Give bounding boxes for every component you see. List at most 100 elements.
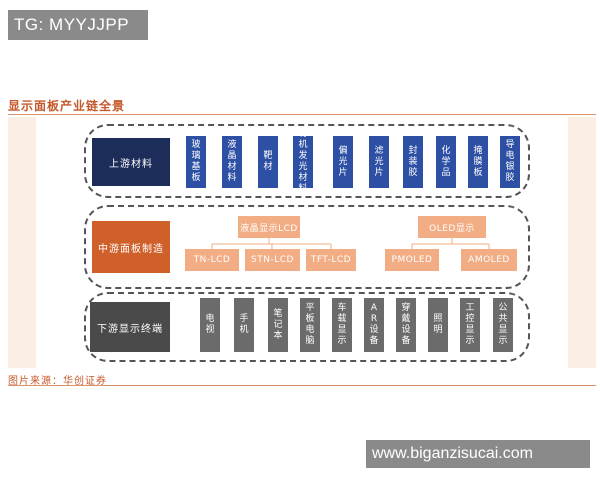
vertical-char: 材 xyxy=(298,173,308,183)
vertical-char: 料 xyxy=(298,184,308,194)
oled-type-item: PMOLED xyxy=(385,249,439,271)
vertical-char: 品 xyxy=(441,167,451,178)
upstream-item: 靶材 xyxy=(258,136,278,188)
vertical-char: 电 xyxy=(205,314,215,324)
figure-title: 显示面板产业链全景 xyxy=(8,99,126,113)
vertical-char: 电 xyxy=(505,151,515,161)
downstream-item: 穿戴设备 xyxy=(396,298,416,352)
upstream-item: 化学品 xyxy=(436,136,456,188)
vertical-char: 晶 xyxy=(227,151,237,161)
vertical-char: 示 xyxy=(498,336,508,346)
vertical-char: 掩 xyxy=(473,145,483,156)
vertical-char: 设 xyxy=(401,325,411,335)
vertical-char: 片 xyxy=(374,167,384,178)
watermark-bottom: www.biganzisucai.com xyxy=(366,440,590,468)
vertical-char: A xyxy=(370,303,378,313)
downstream-item: 手机 xyxy=(234,298,254,352)
oled-category: OLED显示 xyxy=(418,216,486,238)
vertical-char: 光 xyxy=(374,156,384,167)
vertical-char: 笔 xyxy=(273,308,283,319)
vertical-char: 脑 xyxy=(305,336,315,346)
vertical-char: R xyxy=(370,314,378,324)
vertical-char: 显 xyxy=(337,325,347,335)
vertical-char: 胶 xyxy=(505,173,515,183)
vertical-char: 本 xyxy=(273,330,283,341)
downstream-item: 平板电脑 xyxy=(300,298,320,352)
downstream-item: 工控显示 xyxy=(460,298,480,352)
vertical-char: 控 xyxy=(465,314,475,324)
vertical-char: 材 xyxy=(227,162,237,172)
vertical-char: 显 xyxy=(498,325,508,335)
vertical-char: 示 xyxy=(337,336,347,346)
vertical-char: 材 xyxy=(263,162,273,172)
vertical-char: 有 xyxy=(298,129,308,139)
vertical-char: 公 xyxy=(498,303,508,313)
vertical-char: 示 xyxy=(465,336,475,346)
vertical-char: 基 xyxy=(191,162,201,172)
vertical-char: 电 xyxy=(305,325,315,335)
vertical-char: 靶 xyxy=(263,151,273,161)
vertical-char: 料 xyxy=(227,173,237,183)
vertical-char: 车 xyxy=(337,303,347,313)
vertical-char: 工 xyxy=(465,303,475,313)
title-divider xyxy=(8,114,596,115)
upstream-item: 封装胶 xyxy=(403,136,423,188)
vertical-char: 机 xyxy=(298,140,308,150)
downstream-label: 下游显示终端 xyxy=(90,302,170,352)
vertical-char: 光 xyxy=(298,162,308,172)
vertical-char: 光 xyxy=(338,156,348,167)
vertical-char: 手 xyxy=(239,314,249,324)
vertical-char: 滤 xyxy=(374,145,384,156)
midstream-label: 中游面板制造 xyxy=(92,221,170,273)
upstream-item: 玻璃基板 xyxy=(186,136,206,188)
upstream-tier xyxy=(84,124,530,198)
vertical-char: 载 xyxy=(337,314,347,324)
vertical-char: 璃 xyxy=(191,151,201,161)
vertical-char: 设 xyxy=(369,325,379,335)
downstream-item: 车载显示 xyxy=(332,298,352,352)
vertical-char: 片 xyxy=(338,167,348,178)
vertical-char: 备 xyxy=(369,336,379,346)
vertical-char: 学 xyxy=(441,156,451,167)
vertical-char: 板 xyxy=(191,173,201,183)
vertical-char: 穿 xyxy=(401,303,411,313)
upstream-item: 滤光片 xyxy=(369,136,389,188)
upstream-item: 偏光片 xyxy=(333,136,353,188)
vertical-char: 封 xyxy=(408,145,418,156)
vertical-char: 平 xyxy=(305,303,315,313)
downstream-item: 公共显示 xyxy=(493,298,513,352)
vertical-char: 银 xyxy=(505,162,515,172)
vertical-char: 导 xyxy=(505,140,515,150)
vertical-char: 板 xyxy=(473,167,483,178)
vertical-char: 玻 xyxy=(191,140,201,150)
upstream-item: 有机发光材料 xyxy=(293,129,313,194)
downstream-tier xyxy=(84,292,530,362)
downstream-item: 笔记本 xyxy=(268,298,288,352)
upstream-item: 液晶材料 xyxy=(222,136,242,188)
vertical-char: 记 xyxy=(273,319,283,330)
vertical-char: 液 xyxy=(227,140,237,150)
watermark-top: TG: MYYJJPP xyxy=(8,10,148,40)
upstream-item: 掩膜板 xyxy=(468,136,488,188)
vertical-char: 膜 xyxy=(473,156,483,167)
vertical-char: 显 xyxy=(465,325,475,335)
vertical-char: 备 xyxy=(401,336,411,346)
vertical-char: 视 xyxy=(205,325,215,335)
lcd-category: 液晶显示LCD xyxy=(238,216,300,238)
vertical-char: 化 xyxy=(441,145,451,156)
lcd-type-item: TN-LCD xyxy=(185,249,239,271)
vertical-char: 戴 xyxy=(401,314,411,324)
vertical-char: 照 xyxy=(433,314,443,324)
vertical-char: 发 xyxy=(298,151,308,161)
midstream-tier xyxy=(84,205,530,289)
downstream-item: 电视 xyxy=(200,298,220,352)
lcd-type-item: STN-LCD xyxy=(245,249,300,271)
vertical-char: 明 xyxy=(433,325,443,335)
vertical-char: 偏 xyxy=(338,145,348,156)
vertical-char: 共 xyxy=(498,314,508,324)
lcd-type-item: TFT-LCD xyxy=(306,249,356,271)
source-divider xyxy=(8,385,596,386)
vertical-char: 装 xyxy=(408,156,418,167)
figure-source: 图片来源：华创证券 xyxy=(8,376,107,387)
